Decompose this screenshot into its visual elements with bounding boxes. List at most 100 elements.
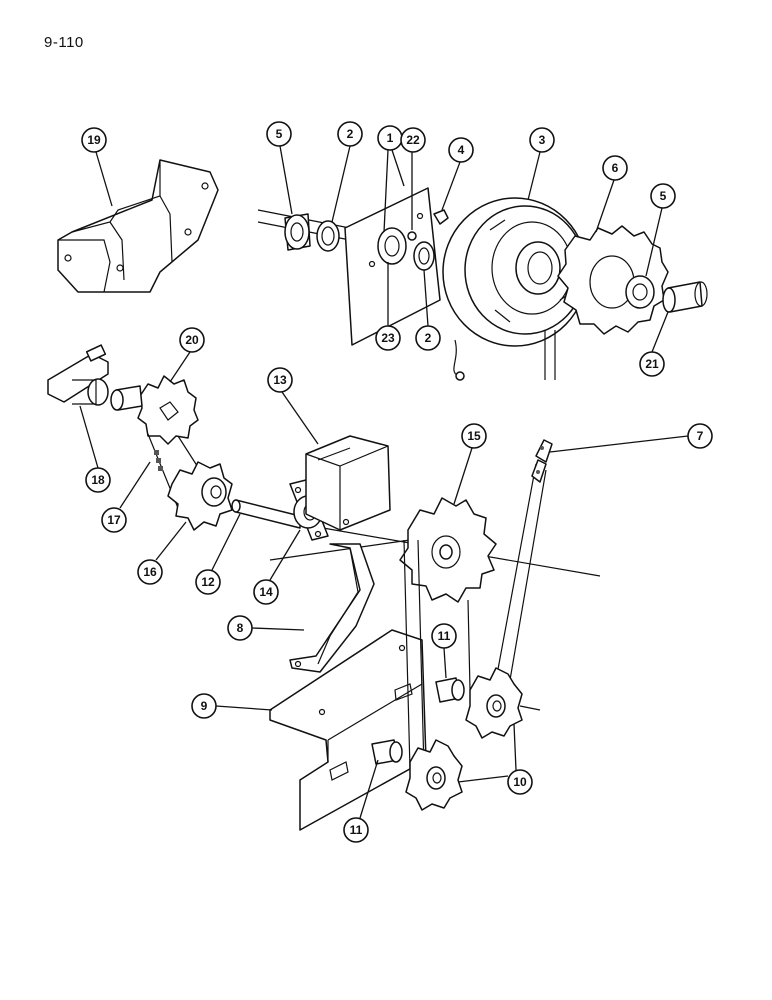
leader-4 <box>441 161 461 211</box>
callout-5: 5 <box>650 183 676 209</box>
leader-15 <box>453 447 473 505</box>
leader-5a <box>279 145 293 215</box>
drive-chain-right <box>495 463 547 681</box>
callout-11: 11 <box>343 817 369 843</box>
leader-1b <box>391 149 405 187</box>
channel-bracket-13 <box>305 435 391 531</box>
callout-5: 5 <box>266 121 292 147</box>
callout-20: 20 <box>179 327 205 353</box>
leader-19 <box>95 151 113 207</box>
svg-text:19: 19 <box>87 133 101 147</box>
svg-text:13: 13 <box>273 373 287 387</box>
callout-23: 23 <box>375 325 401 351</box>
callout-7: 7 <box>687 423 713 449</box>
svg-text:10: 10 <box>513 775 527 789</box>
svg-text:5: 5 <box>660 189 667 203</box>
svg-text:8: 8 <box>237 621 244 635</box>
sprocket-10-lower <box>405 739 463 811</box>
nut-4 <box>433 209 449 225</box>
callout-19: 19 <box>81 127 107 153</box>
sprocket-20 <box>110 375 199 445</box>
callout-13: 13 <box>267 367 293 393</box>
callout-22: 22 <box>400 127 426 153</box>
svg-text:14: 14 <box>259 585 273 599</box>
svg-text:22: 22 <box>406 133 420 147</box>
electric-clutch-3 <box>442 197 588 381</box>
page-code: 9-110 <box>44 34 84 51</box>
sprocket-15 <box>399 497 497 603</box>
washer-2-right <box>413 241 435 271</box>
callout-14: 14 <box>253 579 279 605</box>
svg-text:18: 18 <box>91 473 105 487</box>
callout-3: 3 <box>529 127 555 153</box>
bearing-housing-19 <box>57 159 219 293</box>
callout-2: 2 <box>415 325 441 351</box>
leader-9 <box>215 705 273 711</box>
callout-4: 4 <box>448 137 474 163</box>
leader-6 <box>595 179 615 233</box>
drive-chain-long <box>403 539 471 771</box>
callout-18: 18 <box>85 467 111 493</box>
svg-text:2: 2 <box>425 331 432 345</box>
svg-text:12: 12 <box>201 575 215 589</box>
leader-1a <box>383 149 389 233</box>
sprocket-6 <box>557 225 669 335</box>
callout-21: 21 <box>639 351 665 377</box>
svg-text:5: 5 <box>276 127 283 141</box>
callout-9: 9 <box>191 693 217 719</box>
leader-8 <box>251 627 305 631</box>
leader-20 <box>169 351 191 383</box>
svg-text:3: 3 <box>539 133 546 147</box>
leader-21 <box>651 311 669 353</box>
svg-text:9: 9 <box>201 699 208 713</box>
callout-17: 17 <box>101 507 127 533</box>
leader-16 <box>155 521 187 561</box>
svg-text:21: 21 <box>645 357 659 371</box>
callout-16: 16 <box>137 559 163 585</box>
angle-bracket-8 <box>289 543 375 673</box>
washer-2-left <box>316 220 340 252</box>
bracket-18 <box>47 344 109 406</box>
svg-text:23: 23 <box>381 331 395 345</box>
leader-18 <box>79 405 99 469</box>
svg-text:1: 1 <box>387 131 394 145</box>
leader-17 <box>119 461 151 509</box>
callout-1: 1 <box>377 125 403 151</box>
leader-3 <box>527 151 541 201</box>
leader-11b <box>359 759 379 819</box>
connector-link-7 <box>531 439 553 483</box>
callout-10: 10 <box>507 769 533 795</box>
svg-text:15: 15 <box>467 429 481 443</box>
leader-2b <box>423 269 429 327</box>
svg-text:11: 11 <box>350 823 363 837</box>
svg-text:16: 16 <box>143 565 157 579</box>
spacer-11-lower <box>371 739 403 765</box>
svg-text:17: 17 <box>107 513 121 527</box>
spacer-11-upper <box>435 677 465 703</box>
leader-7 <box>549 435 689 453</box>
set-screw-22 <box>407 231 417 241</box>
leader-14 <box>269 529 301 581</box>
leader-5b <box>645 207 663 277</box>
leader-2a <box>331 145 351 223</box>
sprocket-10-upper <box>465 667 541 739</box>
leader-10a <box>513 723 517 771</box>
svg-text:20: 20 <box>185 333 199 347</box>
callout-12: 12 <box>195 569 221 595</box>
svg-text:4: 4 <box>458 143 465 157</box>
leader-13 <box>281 391 319 445</box>
mounting-plate-1 <box>344 187 441 346</box>
callout-6: 6 <box>602 155 628 181</box>
svg-text:6: 6 <box>612 161 619 175</box>
leader-10b <box>457 775 509 783</box>
svg-text:2: 2 <box>347 127 354 141</box>
callout-8: 8 <box>227 615 253 641</box>
shaft-stub-21 <box>662 281 708 313</box>
svg-text:11: 11 <box>438 629 451 643</box>
callout-11: 11 <box>431 623 457 649</box>
leader-12 <box>211 513 241 571</box>
sprocket-16 <box>167 461 233 531</box>
callout-15: 15 <box>461 423 487 449</box>
svg-text:7: 7 <box>697 429 704 443</box>
